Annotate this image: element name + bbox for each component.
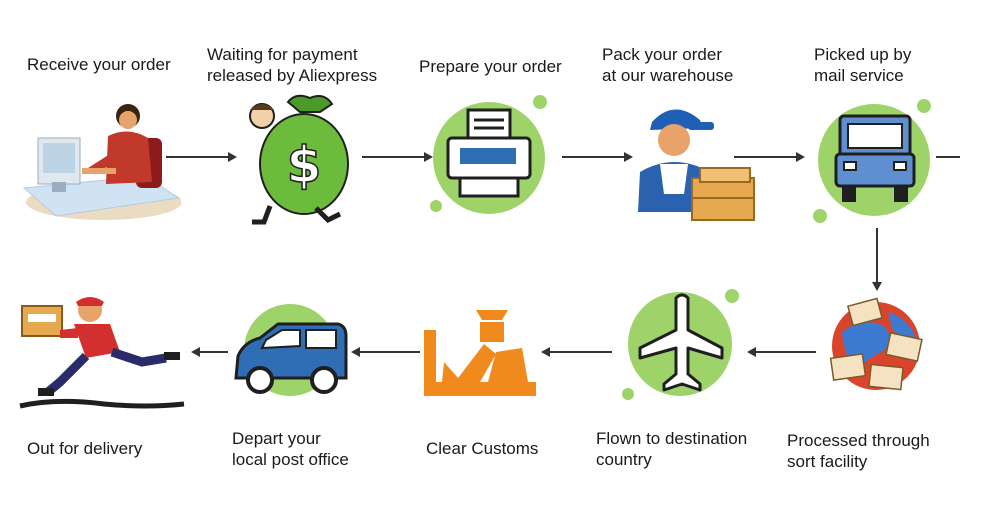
step-label-out-for-delivery: Out for delivery bbox=[27, 439, 143, 458]
step-label-sort-facility: Processed through sort facility bbox=[787, 431, 930, 471]
step-label-depart-post-office: Depart your local post office bbox=[232, 429, 349, 469]
warehouse-worker-icon bbox=[638, 109, 755, 221]
airplane-icon bbox=[622, 289, 739, 400]
arrow-5-to-6 bbox=[872, 228, 882, 291]
step-label-customs: Clear Customs bbox=[426, 439, 539, 458]
step-label-picked-up: Picked up by mail service bbox=[814, 45, 912, 85]
globe-envelopes-icon bbox=[829, 297, 923, 391]
person-at-computer-icon bbox=[22, 104, 181, 220]
step-label-receive-order: Receive your order bbox=[27, 55, 171, 74]
step-label-pack-order: Pack your order at our warehouse bbox=[602, 45, 734, 85]
step-label-waiting-payment: Waiting for payment released by Aliexpre… bbox=[207, 45, 378, 85]
customs-officer-icon bbox=[424, 310, 536, 396]
arrow-4-to-5 bbox=[734, 152, 805, 162]
arrow-1-to-2 bbox=[166, 152, 237, 162]
truck-icon bbox=[813, 99, 931, 223]
van-icon bbox=[234, 304, 348, 396]
arrow-2-to-3 bbox=[362, 152, 433, 162]
svg-text:$: $ bbox=[287, 136, 322, 194]
step-label-flown: Flown to destination country bbox=[596, 429, 748, 469]
arrow-3-to-4 bbox=[562, 152, 633, 162]
arrow-8-to-9 bbox=[351, 347, 420, 357]
arrow-trailing-stub bbox=[936, 156, 960, 158]
arrow-6-to-7 bbox=[747, 347, 816, 357]
arrow-7-to-8 bbox=[541, 347, 612, 357]
courier-running-icon bbox=[19, 297, 185, 409]
arrow-9-to-10 bbox=[191, 347, 228, 357]
money-bag-icon: $ bbox=[249, 94, 349, 225]
printer-icon bbox=[430, 95, 547, 214]
step-label-prepare-order: Prepare your order bbox=[419, 57, 562, 76]
